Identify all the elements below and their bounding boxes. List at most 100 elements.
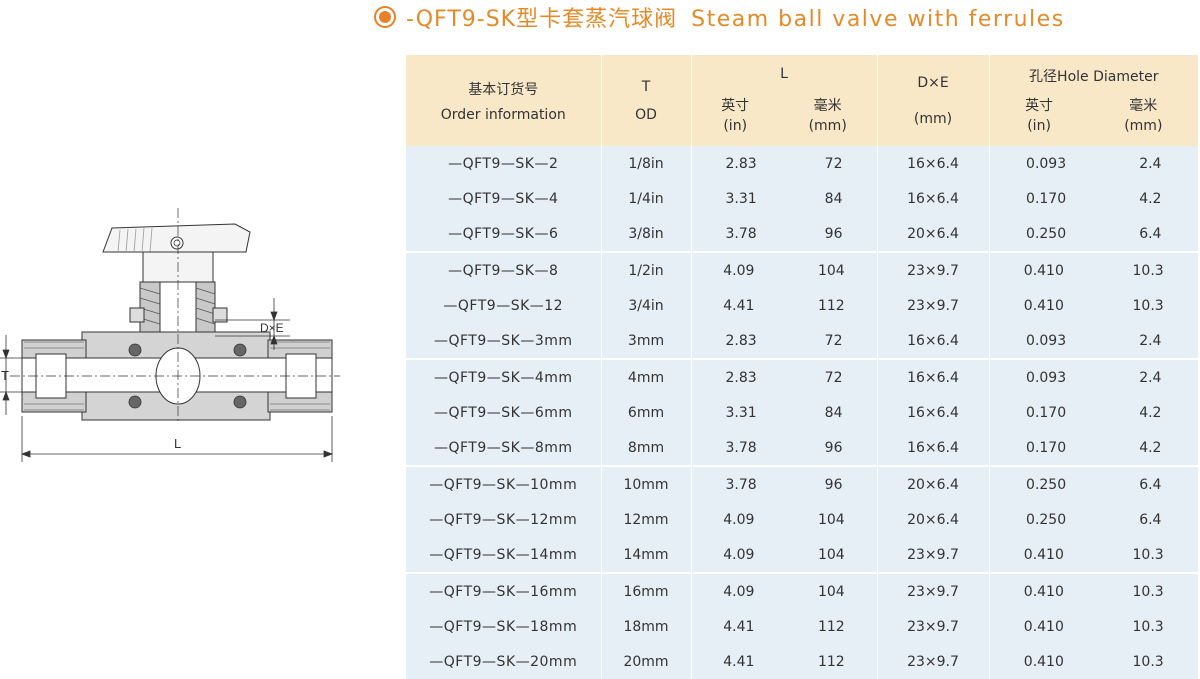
header-dxe-title: D×E: [917, 74, 949, 91]
cell-hole-in: 0.093: [1026, 332, 1067, 349]
cell-l-in: 4.41: [723, 297, 755, 314]
header-hole-in-cn: 英寸: [1025, 97, 1054, 114]
header-hole-mm-cn: 毫米: [1129, 97, 1158, 114]
cell-t: 14mm: [600, 537, 691, 574]
cell-t: 1/8in: [600, 146, 691, 181]
cell-dxe: 16×6.4: [876, 359, 989, 395]
cell-t: 4mm: [600, 359, 691, 395]
cell-l-mm: 72: [824, 155, 843, 172]
title-en: Steam ball valve with ferrules: [691, 7, 1065, 32]
header-dxe: D×E (mm): [876, 55, 989, 146]
cell-dxe: 23×9.7: [876, 644, 989, 679]
cell-l: 4.41 112: [690, 288, 877, 323]
cell-order-code: —QFT9—SK—8mm: [406, 430, 601, 467]
cell-dxe: 16×6.4: [876, 430, 989, 467]
center-lines: [10, 208, 340, 422]
cell-hole-mm: 4.2: [1139, 439, 1162, 456]
cell-order-code: —QFT9—SK—8: [406, 252, 601, 288]
dim-label-dxe: D×E: [260, 321, 284, 335]
cell-dxe: 20×6.4: [876, 466, 989, 502]
cell-l-in: 4.09: [723, 511, 755, 528]
cell-l-in: 4.41: [723, 653, 755, 670]
cell-hole-mm: 10.3: [1132, 653, 1164, 670]
cell-t: 6mm: [600, 395, 691, 430]
valve-handle: [102, 223, 251, 283]
header-hole-mm: 毫米 (mm): [1124, 96, 1162, 136]
cell-hole-in: 0.410: [1023, 653, 1064, 670]
cell-l-in: 3.78: [725, 439, 757, 456]
cell-hole-mm: 4.2: [1139, 404, 1162, 421]
cell-hole-in: 0.410: [1023, 618, 1064, 635]
cell-t: 3/4in: [600, 288, 691, 323]
cell-hole-mm: 6.4: [1139, 476, 1162, 493]
cell-t: 12mm: [600, 502, 691, 537]
dimension-lines: [0, 298, 334, 462]
header-row: 基本订货号 Order information T OD L 英寸(in) 毫米…: [406, 55, 1198, 146]
header-dxe-unit: (mm): [913, 110, 953, 127]
header-t: T OD: [600, 55, 691, 146]
cell-hole-mm: 10.3: [1132, 583, 1164, 600]
cell-l-mm: 104: [817, 511, 845, 528]
cell-order-code: —QFT9—SK—6: [406, 216, 601, 253]
header-l-in-unit: (in): [723, 117, 748, 134]
header-l-mm: 毫米(mm): [809, 96, 847, 136]
cell-t: 10mm: [600, 466, 691, 502]
cell-order-code: —QFT9—SK—6mm: [406, 395, 601, 430]
header-t-bottom: OD: [635, 106, 657, 123]
header-l-mm-unit: (mm): [808, 117, 847, 134]
cell-l: 3.31 84: [690, 395, 877, 430]
cell-l-mm: 84: [824, 404, 843, 421]
cell-order-code: —QFT9—SK—18mm: [406, 609, 601, 644]
title-cn: 型卡套蒸汽球阀: [516, 7, 678, 32]
cell-order-code: —QFT9—SK—3mm: [406, 323, 601, 360]
cell-dxe: 23×9.7: [876, 609, 989, 644]
cell-l-in: 2.83: [725, 155, 757, 172]
header-hole-title: 孔径Hole Diameter: [1029, 68, 1159, 85]
cell-l-mm: 72: [824, 332, 843, 349]
cell-hole-mm: 10.3: [1132, 546, 1164, 563]
cell-hole-in: 0.250: [1026, 476, 1067, 493]
cell-l-mm: 112: [817, 653, 845, 670]
cell-l-mm: 72: [824, 369, 843, 386]
cell-dxe: 23×9.7: [876, 573, 989, 609]
cell-hole-in: 0.170: [1026, 190, 1067, 207]
dim-label-l: L: [174, 436, 181, 451]
cell-order-code: —QFT9—SK—20mm: [406, 644, 601, 679]
header-order-cn: 基本订货号: [468, 81, 539, 98]
cell-hole-in: 0.170: [1026, 404, 1067, 421]
cell-dxe: 20×6.4: [876, 216, 989, 253]
header-hole-mm-unit: (mm): [1124, 117, 1163, 134]
header-l-title: L: [780, 65, 788, 82]
cell-dxe: 23×9.7: [876, 288, 989, 323]
cell-dxe: 16×6.4: [876, 146, 989, 181]
cell-hole-mm: 10.3: [1132, 262, 1164, 279]
cell-l-in: 3.31: [725, 404, 757, 421]
cell-dxe: 23×9.7: [876, 252, 989, 288]
cell-l-mm: 112: [817, 297, 845, 314]
header-hole: 孔径Hole Diameter 英寸(in) 毫米(mm): [988, 55, 1198, 146]
cell-l-in: 3.78: [725, 225, 757, 242]
cell-order-code: —QFT9—SK—12mm: [406, 502, 601, 537]
cell-l-in: 4.09: [723, 546, 755, 563]
cell-l-mm: 84: [824, 190, 843, 207]
cell-dxe: 20×6.4: [876, 502, 989, 537]
